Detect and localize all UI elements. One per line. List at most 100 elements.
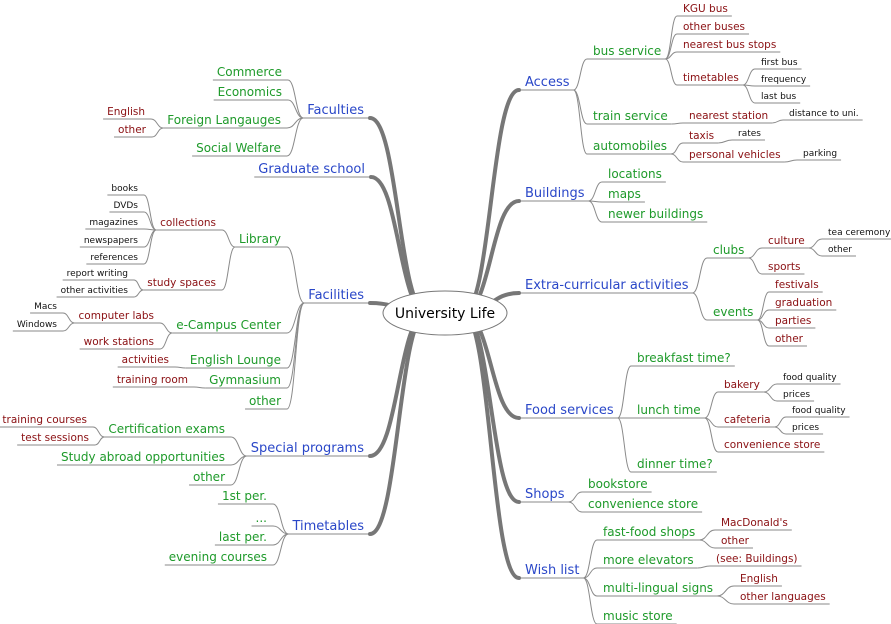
- node-other[interactable]: other: [118, 124, 147, 136]
- node-fast-food-shops[interactable]: fast-food shops: [603, 525, 695, 539]
- node-timetables[interactable]: Timetables: [291, 519, 364, 534]
- node-dvds[interactable]: DVDs: [113, 201, 138, 211]
- node-special-programs[interactable]: Special programs: [251, 441, 364, 456]
- node-access[interactable]: Access: [525, 75, 570, 90]
- node-parking[interactable]: parking: [803, 149, 837, 159]
- node-food-services[interactable]: Food services: [525, 403, 614, 418]
- node-prices[interactable]: prices: [792, 423, 819, 433]
- node-locations[interactable]: locations: [608, 167, 662, 181]
- node-more-elevators[interactable]: more elevators: [603, 553, 694, 567]
- node-node[interactable]: ...: [256, 511, 267, 525]
- node-wish-list[interactable]: Wish list: [525, 563, 579, 578]
- connector-line: [808, 238, 823, 249]
- node-library[interactable]: Library: [239, 232, 281, 246]
- node-nearest-station[interactable]: nearest station: [689, 110, 768, 122]
- node-convenience-store[interactable]: convenience store: [724, 439, 820, 451]
- node-english[interactable]: English: [740, 573, 778, 585]
- root-node[interactable]: University Life: [382, 290, 508, 336]
- node-clubs[interactable]: clubs: [713, 243, 744, 257]
- node-certification-exams[interactable]: Certification exams: [108, 422, 225, 436]
- node-buildings[interactable]: Buildings: [525, 186, 585, 201]
- node-macs[interactable]: Macs: [34, 302, 57, 312]
- node-last-per[interactable]: last per.: [219, 530, 267, 544]
- node-magazines[interactable]: magazines: [89, 218, 138, 228]
- node-sports[interactable]: sports: [768, 261, 800, 273]
- node-taxis[interactable]: taxis: [689, 130, 714, 142]
- node-references[interactable]: references: [90, 253, 138, 263]
- node-other-activities[interactable]: other activities: [61, 286, 129, 296]
- node-bookstore[interactable]: bookstore: [588, 477, 648, 491]
- node-newspapers[interactable]: newspapers: [84, 236, 138, 246]
- node-facilities[interactable]: Facilities: [308, 288, 364, 303]
- node-foreign-langauges[interactable]: Foreign Langauges: [167, 113, 281, 127]
- node-lunch-time[interactable]: lunch time: [637, 403, 701, 417]
- node-training-courses[interactable]: training courses: [2, 414, 87, 426]
- node-books[interactable]: books: [111, 184, 138, 194]
- node-kgu-bus[interactable]: KGU bus: [683, 3, 728, 15]
- node-work-stations[interactable]: work stations: [84, 336, 154, 348]
- node-multi-lingual-signs[interactable]: multi-lingual signs: [603, 581, 713, 595]
- node-rates[interactable]: rates: [738, 129, 761, 139]
- node-bus-service[interactable]: bus service: [593, 44, 661, 58]
- node-extra-curricular-activities[interactable]: Extra-curricular activities: [525, 278, 689, 293]
- node-food-quality[interactable]: food quality: [792, 406, 846, 416]
- node-faculties[interactable]: Faculties: [307, 103, 364, 118]
- node-see-buildings[interactable]: (see: Buildings): [716, 553, 798, 565]
- node-english[interactable]: English: [107, 106, 145, 118]
- node-training-room[interactable]: training room: [117, 374, 188, 386]
- node-tea-ceremony[interactable]: tea ceremony: [828, 228, 891, 238]
- node-1st-per[interactable]: 1st per.: [222, 489, 267, 503]
- node-culture[interactable]: culture: [768, 235, 805, 247]
- node-train-service[interactable]: train service: [593, 109, 668, 123]
- node-commerce[interactable]: Commerce: [217, 65, 282, 79]
- node-test-sessions[interactable]: test sessions: [21, 432, 89, 444]
- node-macdonald-s[interactable]: MacDonald's: [721, 517, 788, 529]
- node-breakfast-time[interactable]: breakfast time?: [637, 351, 731, 365]
- node-convenience-store[interactable]: convenience store: [588, 497, 698, 511]
- node-music-store[interactable]: music store: [603, 609, 673, 623]
- node-other[interactable]: other: [775, 333, 804, 345]
- node-english-lounge[interactable]: English Lounge: [190, 353, 281, 367]
- node-timetables[interactable]: timetables: [683, 72, 739, 84]
- node-frequency[interactable]: frequency: [761, 75, 807, 85]
- node-first-bus[interactable]: first bus: [761, 58, 798, 68]
- connector-line: [742, 68, 756, 86]
- node-nearest-bus-stops[interactable]: nearest bus stops: [683, 39, 776, 51]
- node-graduation[interactable]: graduation: [775, 297, 832, 309]
- node-bakery[interactable]: bakery: [724, 379, 760, 391]
- node-activities[interactable]: activities: [122, 354, 169, 366]
- node-other[interactable]: other: [249, 394, 281, 408]
- node-social-welfare[interactable]: Social Welfare: [196, 141, 281, 155]
- node-shops[interactable]: Shops: [525, 487, 565, 502]
- node-distance-to-uni[interactable]: distance to uni.: [789, 109, 859, 119]
- node-maps[interactable]: maps: [608, 187, 641, 201]
- node-study-abroad-opportunities[interactable]: Study abroad opportunities: [61, 450, 225, 464]
- node-other-buses[interactable]: other buses: [683, 21, 745, 33]
- node-gymnasium[interactable]: Gymnasium: [209, 373, 281, 387]
- node-study-spaces[interactable]: study spaces: [147, 277, 216, 289]
- node-graduate-school[interactable]: Graduate school: [258, 162, 365, 177]
- node-other[interactable]: other: [828, 245, 852, 255]
- node-food-quality[interactable]: food quality: [783, 373, 837, 383]
- node-cafeteria[interactable]: cafeteria: [724, 414, 771, 426]
- node-events[interactable]: events: [713, 305, 753, 319]
- node-automobiles[interactable]: automobiles: [593, 139, 667, 153]
- node-other[interactable]: other: [721, 535, 750, 547]
- node-prices[interactable]: prices: [783, 390, 810, 400]
- node-last-bus[interactable]: last bus: [761, 92, 797, 102]
- node-economics[interactable]: Economics: [218, 85, 282, 99]
- node-newer-buildings[interactable]: newer buildings: [608, 207, 703, 221]
- node-windows[interactable]: Windows: [17, 320, 57, 330]
- node-festivals[interactable]: festivals: [775, 279, 819, 291]
- node-collections[interactable]: collections: [160, 217, 216, 229]
- connector-line: [230, 455, 247, 486]
- node-other[interactable]: other: [193, 470, 225, 484]
- node-personal-vehicles[interactable]: personal vehicles: [689, 149, 781, 161]
- node-evening-courses[interactable]: evening courses: [169, 550, 267, 564]
- node-dinner-time[interactable]: dinner time?: [637, 457, 713, 471]
- node-parties[interactable]: parties: [775, 315, 811, 327]
- node-e-campus-center[interactable]: e-Campus Center: [176, 318, 281, 332]
- node-computer-labs[interactable]: computer labs: [79, 310, 154, 322]
- node-other-languages[interactable]: other languages: [740, 591, 826, 603]
- node-report-writing[interactable]: report writing: [67, 269, 128, 279]
